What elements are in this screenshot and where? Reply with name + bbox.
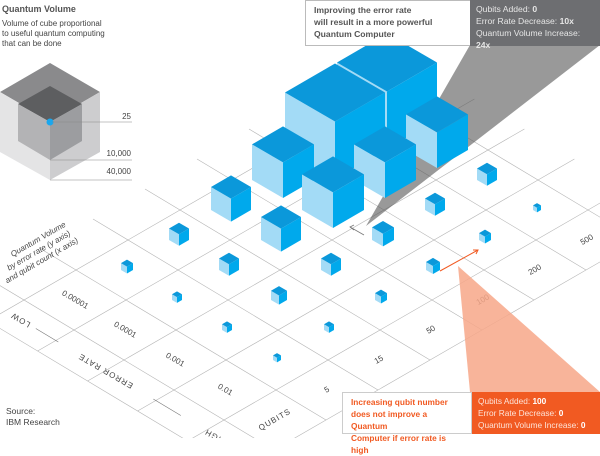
quantum-volume-cube	[406, 96, 468, 168]
qubit-count-label: 5	[323, 384, 332, 394]
legend-value-40000: 40,000	[107, 167, 132, 176]
quantum-volume-cube	[273, 353, 281, 363]
source-value: IBM Research	[6, 417, 60, 427]
cubes	[121, 33, 541, 363]
quantum-volume-cube	[426, 257, 440, 275]
quantum-volume-cube	[321, 252, 341, 276]
error-rate-label: 0.01	[216, 382, 234, 398]
grid-line	[137, 158, 575, 412]
qubit-callout-beam	[458, 266, 600, 392]
grid-line	[40, 248, 327, 421]
quantum-volume-cube	[477, 162, 497, 186]
quantum-volume-cube	[372, 220, 394, 247]
qubit-count-label: 50	[425, 323, 438, 336]
quantum-volume-cube	[479, 229, 491, 244]
legend-value-25: 25	[122, 112, 131, 121]
error-arrow	[349, 224, 365, 236]
quantum-volume-cube	[533, 203, 541, 213]
error-rate-high-label: HIGH	[203, 427, 228, 438]
legend-description-line: that can be done	[2, 39, 62, 48]
quantum-volume-cube	[261, 205, 301, 252]
quantum-volume-cube	[324, 321, 334, 333]
quantum-volume-cube	[285, 63, 385, 179]
error-callout-text: Improving the error rate will result in …	[305, 0, 471, 46]
error-rate-low-label: LOW	[9, 311, 32, 329]
quantum-volume-cube	[375, 289, 387, 304]
legend-description-line: Volume of cube proportional	[2, 19, 102, 28]
error-callout-stats: Qubits Added: 0 Error Rate Decrease: 10x…	[470, 0, 600, 50]
quantum-volume-diagram: 25 10,000 40,000 Quantum Volume Volume o…	[0, 4, 600, 438]
quantum-volume-cube	[169, 222, 189, 246]
quantum-volume-cube	[271, 286, 287, 305]
legend-dot	[46, 118, 54, 126]
qubit-arrow	[439, 249, 479, 272]
source-label: Source:	[6, 406, 35, 416]
quantum-volume-cube	[219, 252, 239, 276]
qubits-axis-title: QUBITS	[257, 407, 292, 433]
error-rate-label: 0.001	[164, 351, 186, 369]
legend-title: Quantum Volume	[2, 4, 76, 14]
qubit-callout-stats: Qubits Added: 100 Error Rate Decrease: 0…	[472, 392, 600, 434]
qubit-count-label: 15	[373, 353, 386, 366]
quantum-volume-cube	[211, 175, 251, 222]
grid-line	[0, 328, 184, 438]
quantum-volume-cube	[121, 259, 133, 274]
quantum-volume-cube	[354, 126, 416, 198]
grid-line	[192, 202, 600, 438]
error-axis-arrow	[35, 328, 59, 343]
qubit-count-label: 200	[527, 262, 544, 277]
grid-line	[87, 128, 525, 382]
quantum-volume-cube	[222, 321, 232, 333]
grid-line	[294, 261, 600, 438]
legend-value-10000: 10,000	[107, 149, 132, 158]
legend-cube	[0, 63, 132, 181]
error-rate-label: 0.0001	[112, 320, 138, 340]
error-axis-arrow	[153, 398, 181, 416]
quantum-volume-cube	[172, 291, 182, 303]
grid-line	[144, 188, 431, 361]
grid-line	[92, 218, 379, 391]
error-rate-axis-title: ERROR RATE	[77, 351, 135, 390]
quantum-volume-cube	[425, 192, 445, 216]
quantum-volume-cube	[252, 126, 314, 198]
error-callout-beam	[366, 45, 600, 226]
qubit-callout-text: Increasing qubit number does not improve…	[342, 392, 472, 455]
quantum-volume-cube	[302, 156, 364, 228]
grid-line	[0, 285, 255, 438]
error-rate-label: 0.00001	[60, 289, 90, 312]
qubit-count-label: 500	[579, 232, 596, 247]
legend-description-line: to useful quantum computing	[2, 29, 105, 38]
axis-caption: Quantum Volume by error rate (y axis) an…	[4, 220, 80, 285]
